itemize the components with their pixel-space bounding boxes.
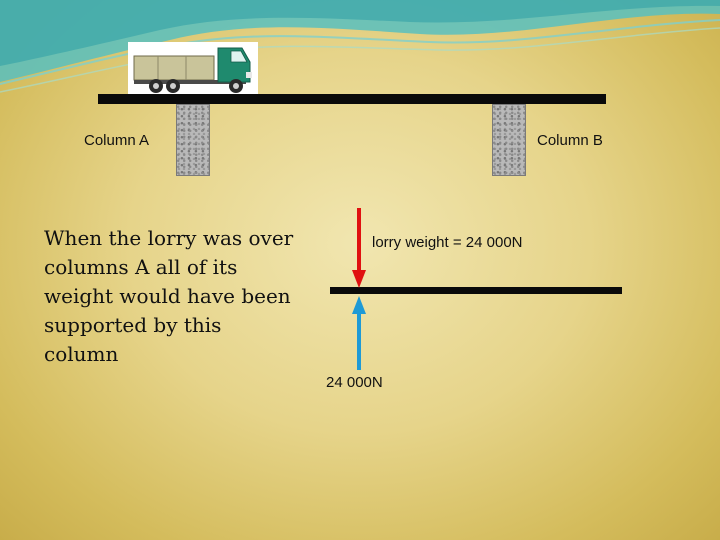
reaction-arrow xyxy=(352,296,366,370)
column-a xyxy=(176,104,210,176)
lorry-icon xyxy=(128,42,258,96)
column-b-label: Column B xyxy=(537,132,603,149)
reaction-label: 24 000N xyxy=(326,374,383,391)
column-b xyxy=(492,104,526,176)
load-arrow xyxy=(352,208,366,288)
explanation-text: When the lorry was over columns A all of… xyxy=(44,226,294,366)
column-a-label: Column A xyxy=(84,132,150,149)
force-arrows xyxy=(352,208,366,370)
decorative-wave xyxy=(0,0,720,93)
load-label: lorry weight = 24 000N xyxy=(372,234,523,251)
bridge-beam xyxy=(98,94,606,104)
free-body-beam xyxy=(330,287,622,294)
